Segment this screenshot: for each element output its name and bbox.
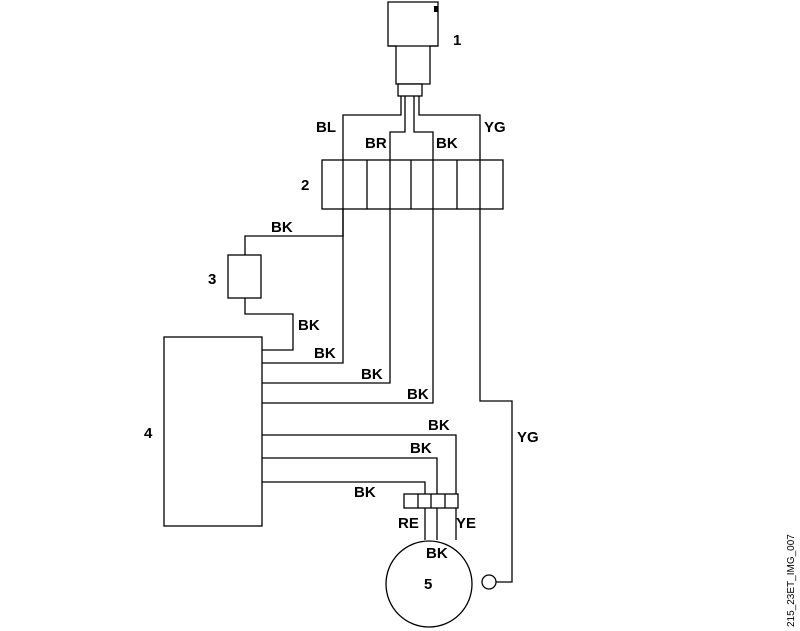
plug-connector	[387, 1, 439, 97]
motor	[385, 540, 497, 628]
wire-label-br: BR	[365, 135, 387, 152]
wire-label-bk-motor-top: BK	[426, 545, 448, 562]
wire-label-bk-res-top: BK	[271, 219, 293, 236]
control-box	[163, 336, 263, 527]
motor-wires	[262, 434, 459, 540]
plug-wires	[342, 96, 481, 160]
image-reference-code: 215_23ET_IMG_007	[786, 534, 797, 627]
wire-label-re: RE	[398, 515, 419, 532]
wire-label-bk-top: BK	[436, 135, 458, 152]
wire-label-yg-top: YG	[484, 119, 506, 136]
terminal-strip	[321, 159, 504, 210]
wire-label-ye: YE	[456, 515, 476, 532]
component-number-2: 2	[301, 177, 309, 194]
wire-label-yg-right: YG	[517, 429, 539, 446]
component-number-5: 5	[424, 576, 432, 593]
box-wires	[262, 209, 513, 583]
component-number-1: 1	[453, 32, 461, 49]
wire-label-bk-motor-1: BK	[428, 417, 450, 434]
wire-label-bk-motor-2: BK	[410, 440, 432, 457]
wire-label-bk-motor-3: BK	[354, 484, 376, 501]
wire-label-bk-box-1: BK	[314, 345, 336, 362]
wire-label-bl: BL	[316, 119, 336, 136]
wire-label-bk-res-bottom: BK	[298, 317, 320, 334]
wire-label-bk-box-3: BK	[407, 386, 429, 403]
wire-label-bk-box-2: BK	[361, 366, 383, 383]
component-number-4: 4	[144, 425, 153, 442]
component-number-3: 3	[208, 271, 216, 288]
